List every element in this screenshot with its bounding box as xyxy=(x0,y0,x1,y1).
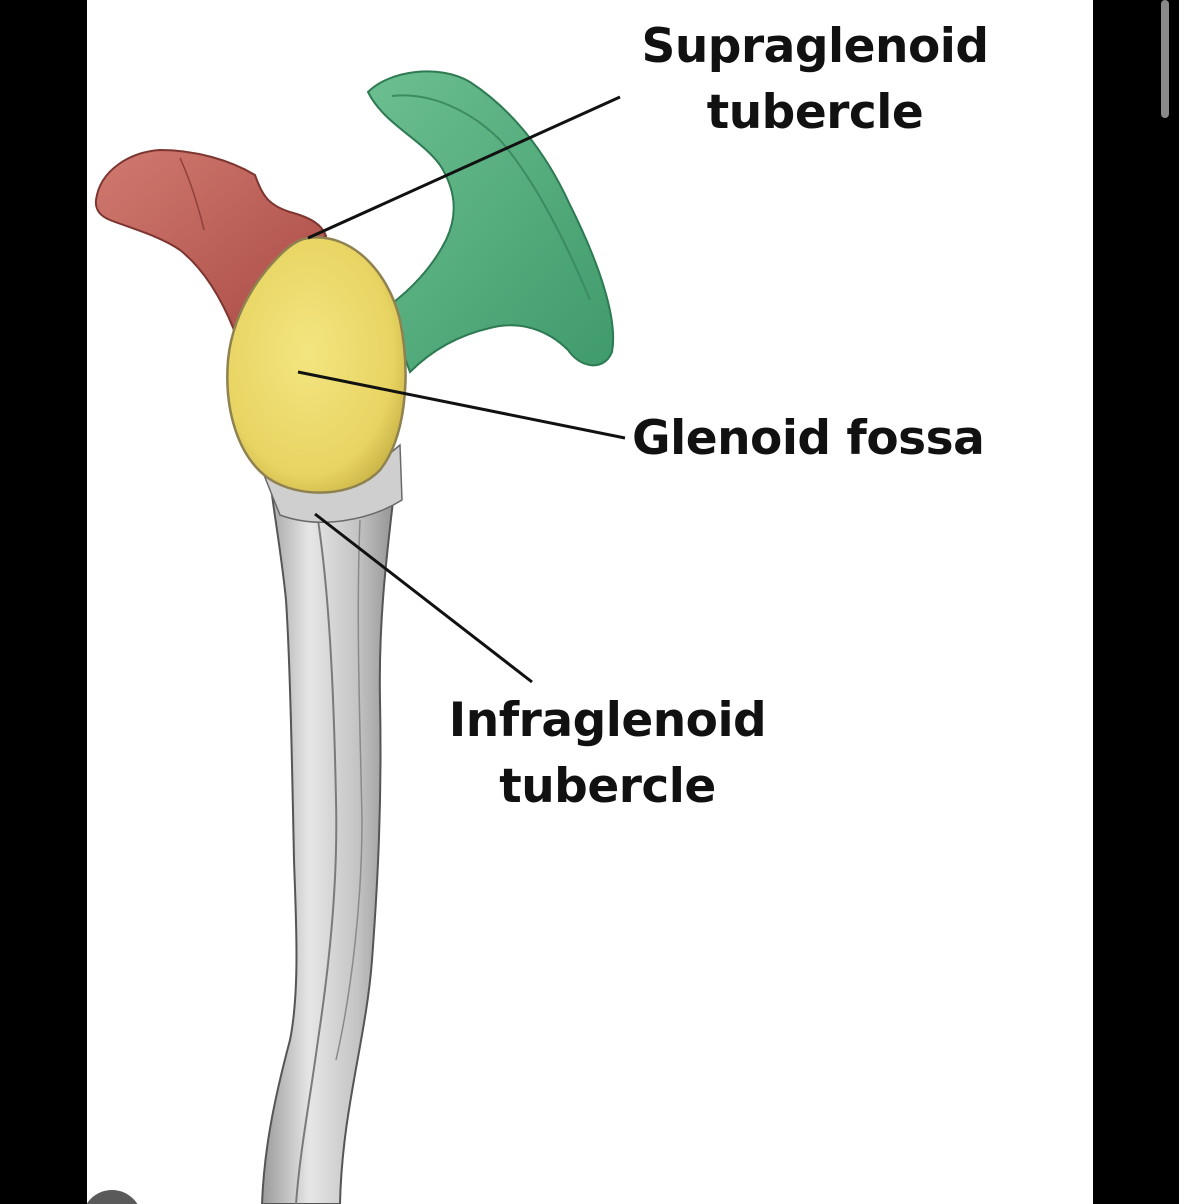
acromion-inner-contour xyxy=(391,94,591,301)
supraglenoid-leader-line xyxy=(307,95,621,240)
glenoid-fossa-leader-line xyxy=(297,370,626,440)
supraglenoid-label-line1: Supraglenoid xyxy=(641,19,989,74)
shaft-ridge-line xyxy=(295,519,338,1204)
infraglenoid-leader-line xyxy=(314,512,533,684)
infraglenoid-label-line1: Infraglenoid xyxy=(448,693,767,748)
supraglenoid-label-line2: tubercle xyxy=(706,85,924,140)
coracoid-contour xyxy=(179,157,205,231)
infraglenoid-tubercle-label: Infraglenoid tubercle xyxy=(425,688,790,820)
glenoid-fossa-region xyxy=(226,236,407,494)
glenoid-fossa-label: Glenoid fossa xyxy=(632,406,1012,472)
glenoid-fossa-label-text: Glenoid fossa xyxy=(632,411,985,466)
acromion-region xyxy=(366,70,615,374)
supraglenoid-tubercle-label: Supraglenoid tubercle xyxy=(620,14,1010,146)
lateral-border-shaft xyxy=(260,453,400,1204)
infraglenoid-label-line2: tubercle xyxy=(499,759,716,814)
scroll-indicator[interactable] xyxy=(1161,0,1169,118)
shaft-ridge-line-2 xyxy=(335,519,363,1061)
circle-button-icon[interactable] xyxy=(82,1190,142,1204)
